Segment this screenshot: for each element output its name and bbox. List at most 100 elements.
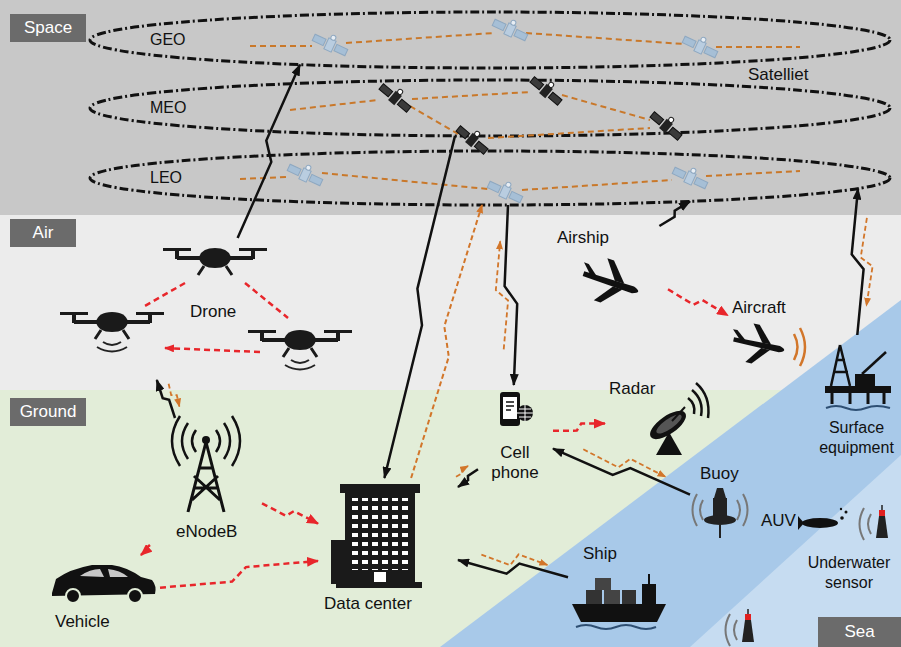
rig-icon-part <box>862 352 886 374</box>
device-label: Airship <box>557 228 609 248</box>
rig-icon <box>825 345 891 410</box>
building-icon-part <box>345 492 415 584</box>
building-icon <box>331 484 422 588</box>
buoy-node: Buoy <box>690 460 752 550</box>
satellite-icons-part <box>491 13 531 43</box>
radio-link <box>384 136 455 478</box>
radar-icon-part <box>654 411 684 436</box>
radar-icon-part <box>688 383 709 418</box>
orbit-outline <box>88 10 892 70</box>
sea-area <box>440 300 901 647</box>
drone-icons-part <box>60 312 164 339</box>
return-link <box>861 218 873 306</box>
link-arrow <box>553 424 605 431</box>
radio-link <box>553 449 690 495</box>
buoy-icon <box>693 488 748 538</box>
device-label: Cell phone <box>485 443 545 483</box>
auv-icon-part <box>840 508 842 510</box>
rig-icon-part <box>855 374 875 386</box>
rig-icon-part <box>831 345 850 386</box>
return-link <box>583 449 665 477</box>
sensor-icons-part <box>876 505 888 538</box>
phone-icon-part <box>506 402 514 410</box>
orbit-outline <box>88 78 892 138</box>
radio-link <box>659 201 690 226</box>
rig-icon-part <box>825 386 891 393</box>
base-station-node: eNodeB <box>150 418 262 548</box>
radar-icon <box>646 383 709 455</box>
orbit-ring: MEO <box>88 78 892 138</box>
ship-node: Ship <box>568 540 678 632</box>
rig-icon-part <box>832 393 884 404</box>
drone-icons-part <box>97 342 127 352</box>
airship-icon-part <box>574 252 645 313</box>
phone-icon-part <box>517 405 533 421</box>
ship-icon-part <box>576 625 656 629</box>
auv-node: AUV <box>758 506 850 538</box>
satellite-icons-part <box>648 106 686 142</box>
buoy-icon-part <box>704 515 736 525</box>
radio-link <box>852 189 864 335</box>
link-arrow <box>458 554 568 577</box>
link-arrow <box>411 205 482 478</box>
inter-satellite-links-part <box>290 92 650 138</box>
building-icon-part <box>350 498 410 570</box>
car-icon-part <box>128 589 142 603</box>
satellite-icons-part <box>671 161 711 191</box>
ship-icon <box>572 574 666 629</box>
band-tab: Air <box>10 219 76 247</box>
phone-icon <box>500 392 533 426</box>
device-label: Underwater sensor <box>800 553 898 593</box>
device-label: Data center <box>324 594 412 614</box>
car-icon-part <box>66 589 80 603</box>
radar-icon-part <box>646 406 691 445</box>
sensor-icons-part <box>742 609 754 642</box>
satellite-icons-part <box>311 28 351 58</box>
link-arrow <box>496 205 517 385</box>
wireless-link <box>141 545 150 555</box>
link-arrow <box>456 466 478 487</box>
building-icon-part <box>331 540 347 584</box>
device-label: AUV <box>761 511 796 531</box>
link-arrow <box>668 289 728 315</box>
drone-node: Drone <box>72 238 352 380</box>
radio-link <box>238 65 300 238</box>
data-center-node: Data center <box>318 478 458 620</box>
link-arrow <box>141 545 150 555</box>
air-band: AirDroneAirshipAircraft <box>0 215 901 390</box>
device-label: Buoy <box>700 464 739 484</box>
radio-link <box>505 205 518 385</box>
phone-icon-part <box>500 392 520 426</box>
orbit-ring: GEO <box>88 10 892 70</box>
auv-icon-part <box>798 516 804 530</box>
return-link <box>456 466 468 477</box>
satellite-label: Satelliet <box>748 65 808 85</box>
auv-icon-part <box>802 518 838 528</box>
auv-icon <box>798 508 848 530</box>
drone-icons-part <box>248 330 352 357</box>
orbit-ellipse <box>90 151 890 205</box>
inter-satellite-links <box>240 33 800 190</box>
aircraft-icon <box>727 319 805 369</box>
link-arrow <box>262 503 318 523</box>
return-link <box>411 205 482 478</box>
return-link <box>169 384 180 407</box>
rig-icon-part <box>826 406 890 410</box>
satellite-icons-part <box>377 78 415 114</box>
device-label: eNodeB <box>176 522 237 542</box>
orbit-ring: LEO <box>88 149 892 207</box>
orbit-outline <box>88 149 892 207</box>
aircraft-icon-part <box>794 328 805 366</box>
link-arrow <box>384 136 455 478</box>
return-link <box>481 554 547 565</box>
ship-icon-part <box>595 578 611 590</box>
buoy-icon-part <box>719 525 721 538</box>
link-arrow <box>160 561 318 588</box>
radar-icon-part <box>672 407 685 421</box>
drone-icons <box>60 248 352 370</box>
link-arrow <box>553 449 690 495</box>
phone-icon-part <box>503 397 517 419</box>
wireless-link <box>160 561 318 588</box>
